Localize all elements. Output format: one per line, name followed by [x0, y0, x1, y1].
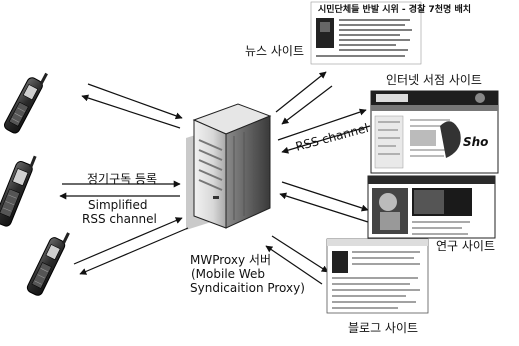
- arrow-server-to-phone1: [81, 94, 181, 129]
- arrow-news-to-server: [281, 85, 333, 125]
- server-site-arrows: [265, 71, 371, 285]
- mobile-phone-icon: [0, 155, 37, 227]
- arrow-bookstore-to-server: [281, 125, 371, 154]
- blog-site-label: 블로그 사이트: [348, 321, 419, 335]
- bookstore-logo-text: Sho: [463, 135, 489, 149]
- news-site-label: 뉴스 사이트: [245, 44, 305, 58]
- server-fullname-line2: Syndicaition Proxy): [190, 281, 305, 295]
- mobile-server-arrows: [59, 83, 189, 275]
- arrow-server-to-news: [275, 71, 327, 113]
- bookstore-site-label: 인터넷 서점 사이트: [386, 73, 482, 87]
- server-name-label: MWProxy 서버: [190, 253, 271, 267]
- arrow-research-to-server: [279, 192, 369, 223]
- mobile-phone-icon: [4, 72, 48, 134]
- arrow-blog-to-server: [265, 245, 323, 285]
- subscribe-label: 정기구독 등록: [87, 172, 158, 186]
- news-site-thumbnail: [310, 1, 422, 65]
- arrow-server-to-blog: [271, 235, 329, 273]
- blog-site-thumbnail: [326, 238, 429, 314]
- research-site-label: 연구 사이트: [436, 239, 496, 253]
- arrow-server-to-phone3: [79, 227, 189, 275]
- mobile-phone-icon: [26, 232, 70, 296]
- arrow-server-to-research: [281, 181, 369, 212]
- arrow-server-to-bookstore: [277, 108, 367, 141]
- arrow-phone1-to-server: [87, 83, 183, 120]
- arrow-phone3-to-server: [73, 217, 183, 265]
- server-fullname-line1: (Mobile Web: [191, 267, 266, 281]
- server-icon: [186, 103, 272, 230]
- bookstore-site-thumbnail: [370, 90, 499, 174]
- research-site-thumbnail: [367, 175, 496, 239]
- simplified-rss-label: RSS channel: [82, 212, 157, 226]
- simplified-label: Simplified: [88, 198, 148, 212]
- news-headline: 시민단체들 반발 시위 - 경찰 7천명 배치: [318, 5, 471, 15]
